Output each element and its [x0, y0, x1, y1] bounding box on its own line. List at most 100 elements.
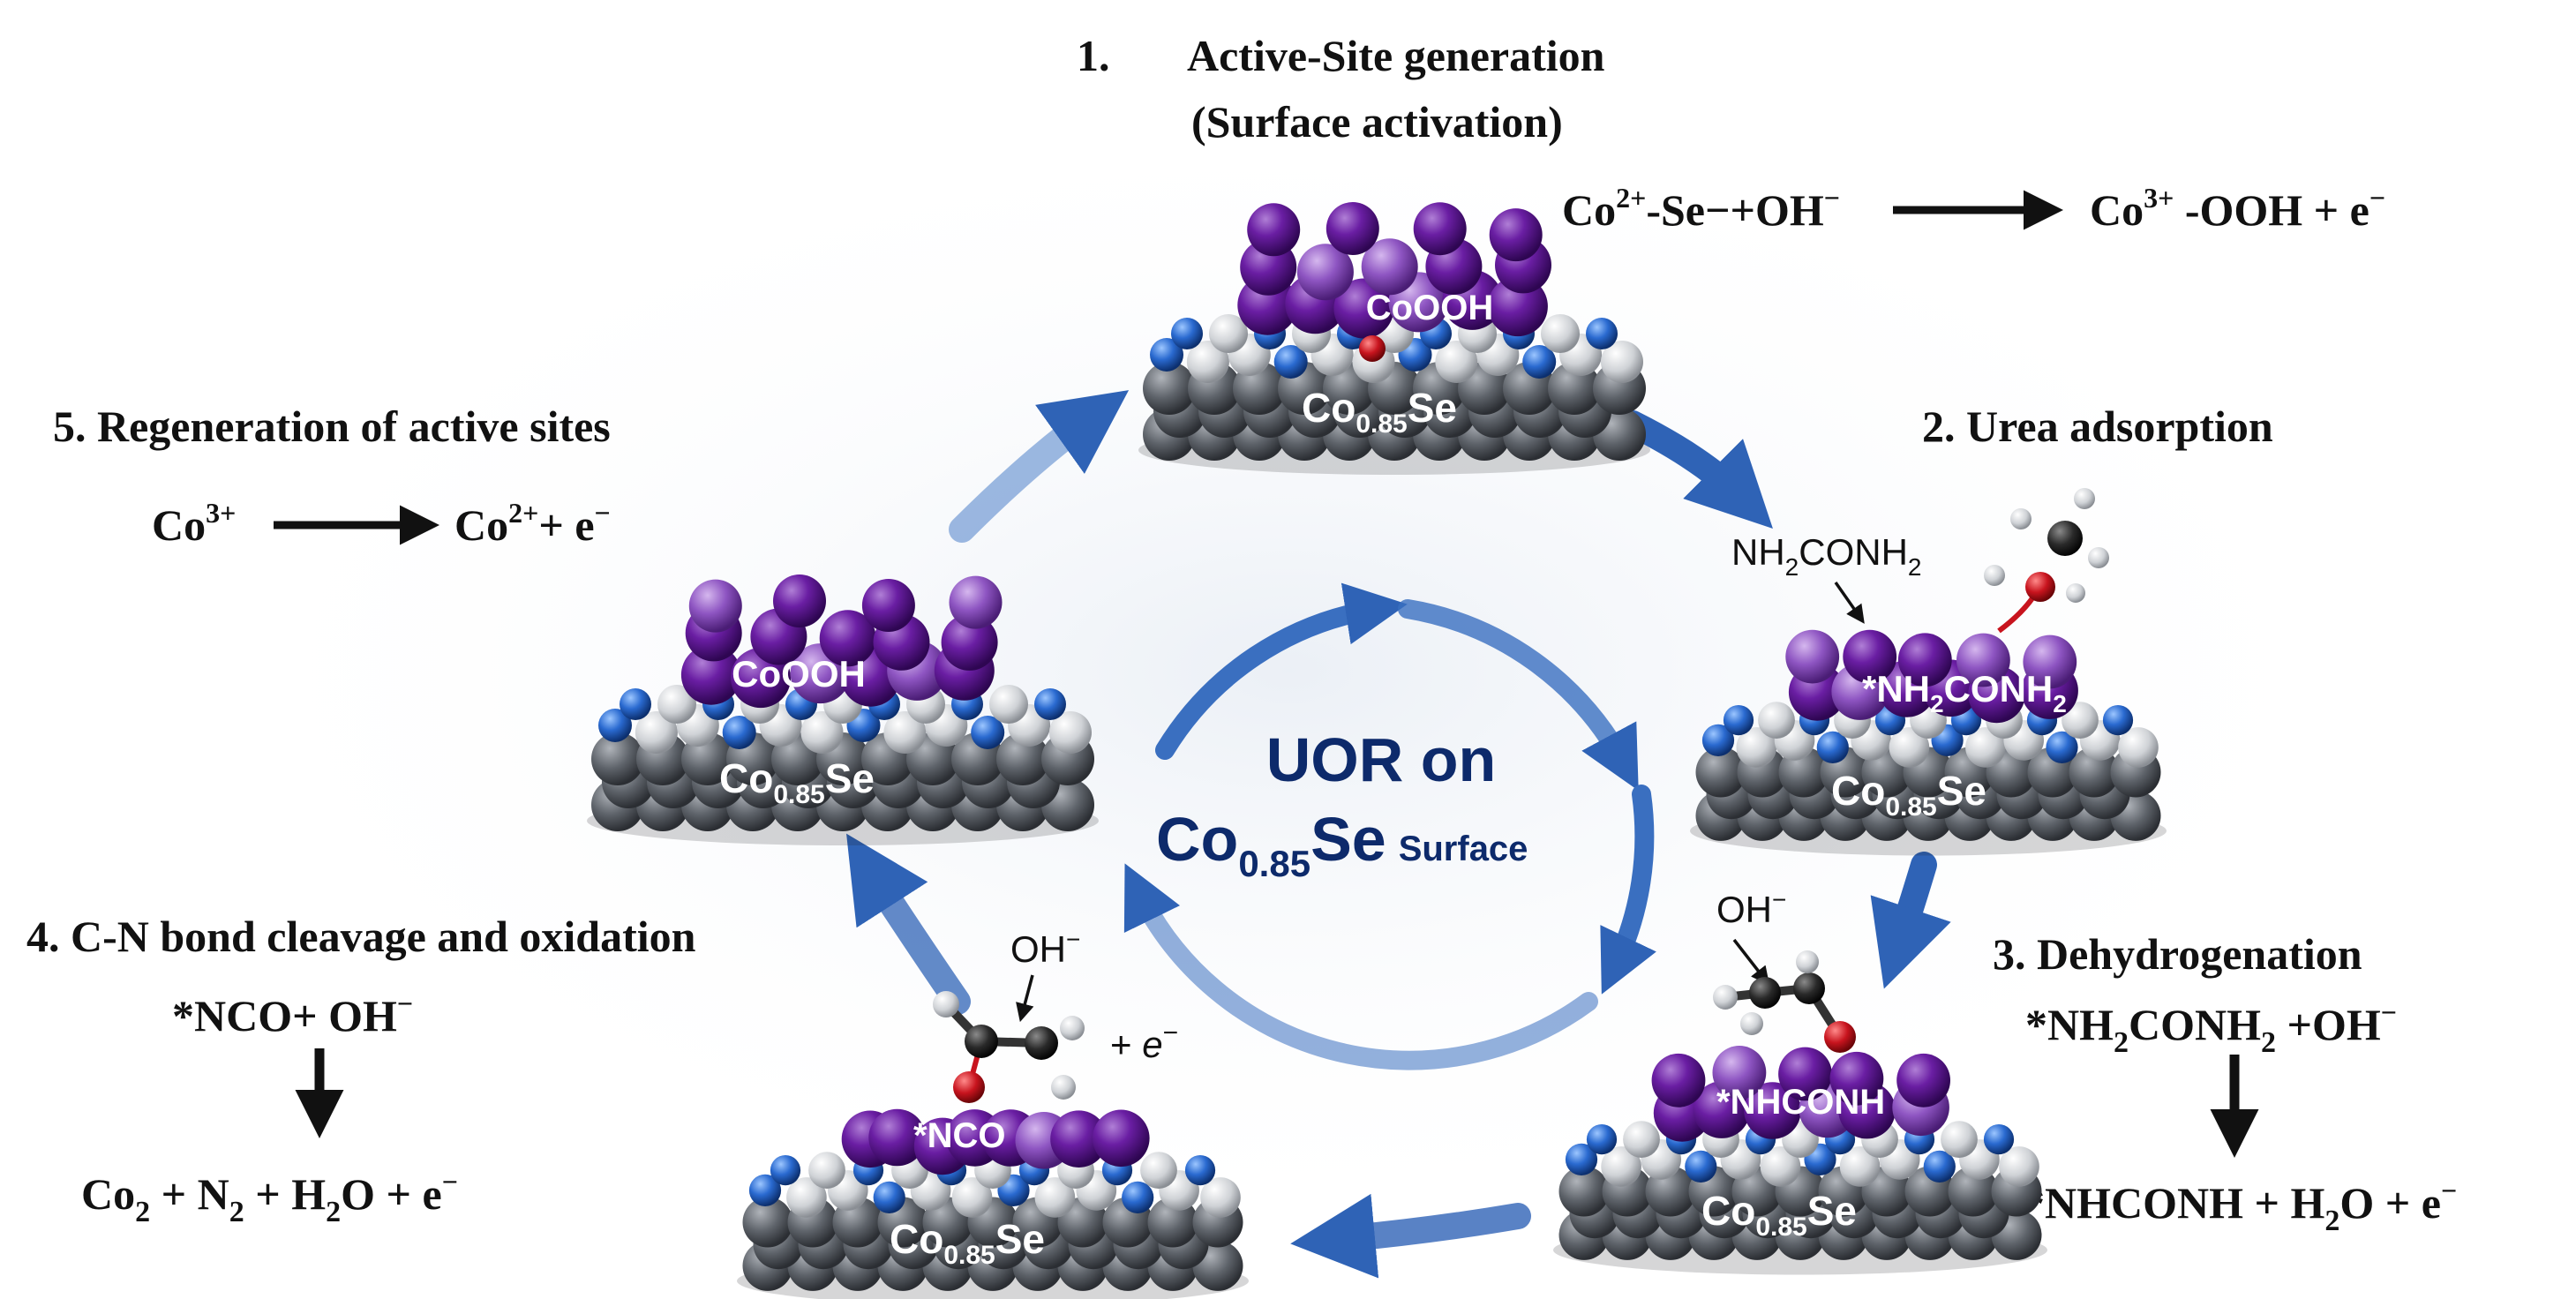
cobalt-oxide-atom: [1361, 238, 1418, 296]
surface-atom: [1999, 1146, 2039, 1187]
cluster-labels: CoOOH Co0.85Se *NH2CONH2 Co0.85Se *NHCON…: [719, 289, 2067, 1270]
step-4-oxygen-atom: [953, 1071, 985, 1103]
surface-atom: [1034, 1177, 1076, 1218]
substrate-atom: [742, 1197, 793, 1248]
cluster-2-top-label: *NH2CONH2: [1862, 668, 2067, 717]
surface-atom: [1601, 341, 1643, 383]
step-4-electron-label: + e−: [1110, 1018, 1178, 1065]
arrow-4-to-5: [846, 833, 971, 1015]
selenium-atom: [1586, 1124, 1618, 1155]
selenium-atom: [1685, 1150, 1717, 1183]
urea-carbon-atom: [2047, 521, 2083, 556]
cobalt-oxide-atom: [1247, 203, 1301, 257]
urea-hydrogen-atom-1: [2010, 508, 2032, 529]
step-5-equation-left: Co3+: [152, 497, 236, 550]
surface-atom: [951, 1177, 993, 1218]
step-3-hydrogen-atom-2: [1796, 950, 1819, 973]
selenium-atom: [1522, 345, 1557, 379]
step-4-title: 4. C-N bond cleavage and oxidation: [26, 912, 696, 961]
selenium-atom: [770, 1155, 801, 1186]
cobalt-oxide-atom: [1785, 629, 1840, 684]
step-1-equation-right: Co3+ -OOH + e−: [2090, 182, 2385, 235]
surface-atom: [1839, 1146, 1881, 1187]
ring-arrow-lower-right: [1600, 785, 1656, 995]
arrow-5-to-1: [949, 390, 1130, 543]
cobalt-oxide-atom: [1489, 208, 1543, 262]
surface-atom: [1435, 341, 1478, 383]
substrate-atom: [2069, 747, 2120, 798]
step-3-hydroxide-arrow: [1732, 938, 1770, 986]
step-3-molecule: OH−: [1713, 886, 1856, 1053]
selenium-atom: [722, 716, 756, 749]
selenium-atom: [1983, 1124, 2015, 1155]
cobalt-oxide-atom: [1296, 244, 1354, 301]
catalyst-cluster-step-4: [737, 1108, 1249, 1299]
oxygen-atom: [1359, 335, 1386, 362]
step-4-hydroxide-arrow: [1016, 974, 1034, 1023]
step-1-labels: 1. Active-Site generation (Surface activ…: [1077, 31, 2385, 235]
selenium-atom: [971, 716, 1005, 749]
surface-atom: [2062, 702, 2099, 739]
step-3-oxygen-atom: [1824, 1021, 1856, 1053]
cobalt-oxide-atom: [688, 579, 742, 633]
surface-atom: [657, 685, 696, 724]
step-2-labels: 2. Urea adsorption: [1922, 402, 2273, 451]
catalyst-cluster-step-5: [587, 574, 1099, 845]
catalyst-cluster-step-1: [1138, 202, 1650, 475]
surface-atom: [1140, 1152, 1177, 1189]
inner-cycle-ring: [1123, 582, 1656, 1070]
selenium-atom: [620, 688, 651, 720]
cluster-1-base-label: Co0.85Se: [1302, 385, 1457, 439]
step-1-number: 1.: [1077, 31, 1110, 80]
selenium-atom: [2102, 705, 2134, 736]
step-3-carbon-atom-1: [1749, 977, 1781, 1009]
catalyst-cluster-step-3: [1553, 1046, 2047, 1275]
surface-atom: [800, 711, 844, 754]
surface-atom: [808, 1152, 845, 1189]
surface-atom: [1186, 341, 1229, 383]
surface-atom: [1965, 727, 2006, 768]
step-3-hydroxide-label: OH−: [1716, 886, 1786, 930]
substrate-atom: [1143, 362, 1196, 415]
step-2-title: 2. Urea adsorption: [1922, 402, 2273, 451]
step-4-hydrogen-atom-2: [1060, 1016, 1085, 1040]
cobalt-oxide-atom: [1333, 278, 1394, 339]
surface-atom: [2118, 727, 2159, 768]
step-1-subtitle: (Surface activation): [1191, 97, 1563, 146]
urea-oxygen-atom: [2025, 572, 2055, 602]
step-4-equation-top: *NCO+ OH−: [172, 987, 413, 1040]
cobalt-oxide-atom: [861, 579, 915, 632]
cobalt-oxide-atom: [1896, 1053, 1951, 1108]
urea-hydrogen-atom-2: [2074, 488, 2095, 509]
step-5-labels: 5. Regeneration of active sites Co3+ Co2…: [53, 402, 611, 550]
selenium-atom: [1723, 705, 1754, 736]
surface-atom: [989, 685, 1028, 724]
ring-arrow-bottom: [1123, 863, 1598, 1070]
cobalt-oxide-atom: [1326, 202, 1379, 255]
substrate-atom: [591, 732, 644, 785]
selenium-atom: [1034, 688, 1066, 720]
cobalt-oxide-atom: [1651, 1053, 1706, 1108]
cobalt-oxide-atom: [680, 644, 741, 705]
cobalt-oxide-atom: [1778, 1047, 1832, 1101]
urea-pointer-arrow: [1834, 581, 1865, 624]
selenium-atom: [1273, 345, 1308, 379]
surface-atom: [1623, 1121, 1660, 1158]
substrate-atom: [996, 732, 1049, 785]
cobalt-oxide-atom: [1712, 1046, 1767, 1100]
selenium-atom: [1701, 724, 1735, 757]
step-3-labels: 3. Dehydrogenation *NH2CONH2 +OH− *NHCON…: [1993, 929, 2457, 1237]
step-3-equation-bottom: *NHCONH + H2O + e−: [2023, 1175, 2457, 1237]
cluster-1-top-label: CoOOH: [1366, 289, 1493, 327]
step-1-title: Active-Site generation: [1187, 31, 1605, 80]
cluster-5-top-label: CoOOH: [732, 653, 866, 695]
surface-atom: [786, 1177, 827, 1218]
arrow-1-to-2: [1619, 410, 1773, 529]
catalyst-cluster-step-2: [1690, 629, 2167, 856]
substrate-atom: [1548, 362, 1601, 415]
selenium-atom: [748, 1174, 782, 1206]
cluster-4-top-label: *NCO: [913, 1116, 1005, 1155]
selenium-atom: [1171, 318, 1203, 349]
